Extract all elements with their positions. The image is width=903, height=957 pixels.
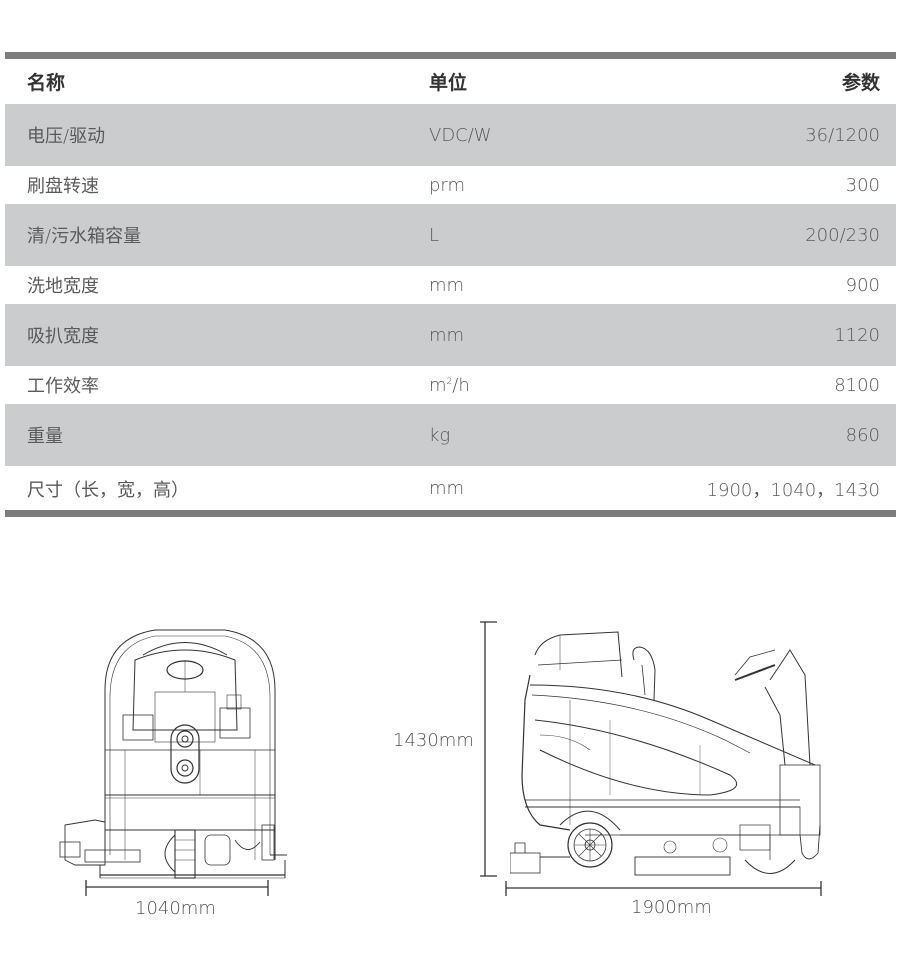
table-row: 尺寸（长，宽，高） mm 1900，1040，1430 [5,466,896,511]
table-top-rule [5,52,896,59]
table-bottom-rule [5,510,896,517]
height-dimension-line [480,621,497,877]
length-dimension-line [505,881,822,896]
side-view-drawing [510,631,821,876]
row-unit: mm [429,478,465,499]
row-unit: mm [429,324,465,346]
row-value: 900 [845,274,880,296]
row-name: 吸扒宽度 [27,326,99,347]
unit-tail: /h [452,374,470,396]
row-value: 200/230 [805,224,880,246]
table-row: 吸扒宽度 mm 1120 [5,304,896,366]
row-unit: L [429,224,440,246]
row-name: 尺寸（长，宽，高） [27,479,189,501]
table-row: 洗地宽度 mm 900 [5,266,896,304]
unit-superscript: 2 [446,376,453,387]
row-name: 电压/驱动 [27,126,106,147]
row-value: 860 [845,424,880,446]
row-value: 1120 [834,324,880,346]
table-header-row: 名称 单位 参数 [5,59,896,104]
row-name: 刷盘转速 [27,176,99,197]
row-name: 洗地宽度 [27,276,99,297]
row-unit: mm [429,274,465,296]
table-row: 工作效率 m2/h 8100 [5,366,896,404]
row-value: 1900，1040，1430 [706,479,880,501]
header-value: 参数 [841,72,880,94]
row-value: 8100 [834,374,880,396]
unit-base: m [429,374,447,396]
table-row: 清/污水箱容量 L 200/230 [5,204,896,266]
row-name: 重量 [27,426,63,447]
row-value: 36/1200 [805,124,880,146]
side-length-label: 1900mm [631,897,712,918]
front-view-drawing [59,629,287,879]
row-unit: VDC/W [429,124,492,146]
table-row: 电压/驱动 VDC/W 36/1200 [5,104,896,166]
row-unit: m2/h [429,375,470,396]
front-width-label: 1040mm [135,898,216,919]
row-unit: kg [429,424,451,446]
width-dimension-line [85,880,269,896]
spec-table: 名称 单位 参数 电压/驱动 VDC/W 36/1200 刷盘转速 prm 30… [5,59,896,511]
row-name: 工作效率 [27,376,99,397]
side-height-label: 1430mm [393,730,474,751]
row-unit: prm [429,174,466,196]
table-row: 刷盘转速 prm 300 [5,166,896,204]
header-unit: 单位 [429,72,468,94]
table-row: 重量 kg 860 [5,404,896,466]
header-name: 名称 [27,72,66,94]
row-value: 300 [845,174,880,196]
row-name: 清/污水箱容量 [27,226,142,247]
